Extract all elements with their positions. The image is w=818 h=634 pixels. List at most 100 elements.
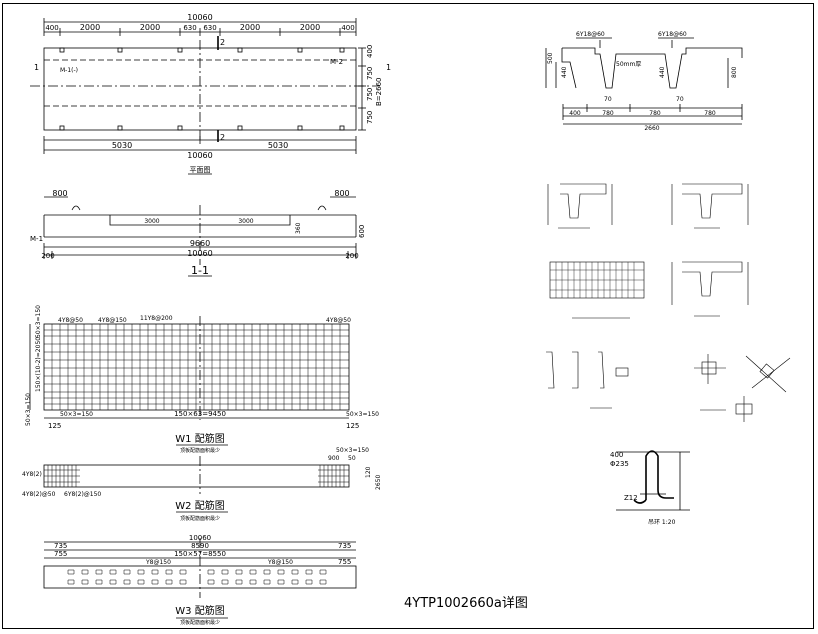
plan-seg-0: 400 [45,24,58,32]
cross-label-5: 440 [659,66,666,78]
w2-label-4: 900 [328,455,340,462]
w2-label-5: 50 [348,455,356,462]
s11-bottom-dim-1: 9660 [190,239,210,248]
w2-label-1: 4Y8(2)@50 [22,491,56,498]
cross-label-0: 6Y18@60 [576,31,605,38]
plan-overall-bottom: 10060 [187,151,212,160]
plan-right-dim-3: 750 [366,111,374,124]
plan-right-dim-2: 750 [366,88,374,101]
section-1-1 [43,196,357,277]
plan-seg-2: 2000 [140,23,160,32]
s11-label-m1: M-1 [30,235,43,243]
s11-top-dim-1: 800 [334,189,349,198]
w1-label-6: 50×3=150 [25,393,32,426]
s11-top-dim-0: 800 [52,189,67,198]
plan-mark-2-bottom: 2 [220,133,225,142]
cross-label-7: 70 [604,96,612,103]
w1-label-2: 11Y8@200 [140,315,173,322]
w1-label-5: 150×(10-2)=2050 [35,337,42,392]
cross-label-13: 2660 [644,125,659,132]
w3-label-0: 10060 [189,534,211,542]
w1-label-7: 50×3=150 [60,411,93,418]
plan-seg-6: 2000 [300,23,320,32]
w1-label-1: 4Y8@150 [98,317,127,324]
plan-right-dim-b: B=2660 [375,78,383,106]
w1-label-9: 50×3=150 [346,411,379,418]
plan-seg-1: 2000 [80,23,100,32]
w2-label-6: 120 [365,466,372,478]
plan-seg-3: 630 [183,24,196,32]
w3-label-5: 150×57=8550 [174,550,226,558]
w1-label-4: 50×3=150 [35,305,42,338]
s11-bottom-dim-2: 10060 [187,249,212,258]
cross-label-10: 780 [602,110,614,117]
w3-mesh [43,538,357,619]
w2-sub: 顶板配筋面积最少 [180,515,220,522]
cross-label-4: 440 [561,66,568,78]
cross-label-3: 500 [547,52,554,64]
plan-right-dim-0: 400 [366,45,374,58]
w2-caption: W2 配筋图 [175,499,224,512]
w2-label-2: 6Y8(2)@150 [64,491,101,498]
lift-label-2: Z12 [624,494,638,502]
w3-label-7: Y8@150 [145,559,171,566]
w1-label-8: 150×63=9450 [174,410,226,418]
cross-label-1: 6Y18@60 [658,31,687,38]
cross-section [545,37,743,125]
w1-mesh [29,316,350,446]
w3-label-1: 735 [54,542,67,550]
w3-label-4: 755 [54,550,67,558]
plan-mark-2-top: 2 [220,38,225,47]
w1-label-10: 125 [48,422,61,430]
w1-label-0: 4Y8@50 [58,317,83,324]
cross-label-8: 70 [676,96,684,103]
s11-mid-dim-0: 3000 [144,218,159,225]
plan-bottom-dim-0: 5030 [112,141,132,150]
plan-caption: 平面图 [190,166,211,174]
plan-view [30,18,380,175]
plan-seg-4: 630 [203,24,216,32]
drawing-title: 4YTP1002660a详图 [404,596,528,611]
cross-label-2: 50mm厚 [616,61,641,68]
plan-right-dim-1: 750 [366,67,374,80]
plan-seg-5: 2000 [240,23,260,32]
plan-mark-1-left: 1 [34,63,39,72]
cross-label-12: 780 [704,110,716,117]
drawing-frame [2,3,814,629]
s11-label-600: 600 [358,225,366,238]
w3-label-6: 755 [338,558,351,566]
plan-mark-m1: M-1(-) [60,67,78,74]
w2-label-3: 50×3=150 [336,447,369,454]
lift-label-1: Φ235 [610,460,629,468]
s11-caption: 1-1 [191,264,209,277]
plan-bottom-dim-1: 5030 [268,141,288,150]
lift-label-3: 吊环 1:20 [648,519,676,526]
w1-caption: W1 配筋图 [175,432,224,445]
s11-mid-dim-1: 3000 [238,218,253,225]
w2-label-0: 4Y8(2) [22,471,42,478]
plan-mark-1-right: 1 [386,63,391,72]
plan-mark-m2: M-2 [330,58,343,66]
w3-caption: W3 配筋图 [175,604,224,617]
plan-overall-top: 10060 [187,13,212,22]
cross-label-9: 400 [569,110,581,117]
plan-seg-7: 400 [341,24,354,32]
w3-label-8: Y8@150 [267,559,293,566]
w1-label-11: 125 [346,422,359,430]
w2-label-7: 2650 [375,475,382,490]
w3-label-3: 735 [338,542,351,550]
w1-sub: 顶板配筋面积最少 [180,447,220,454]
s11-label-360: 360 [295,222,302,234]
s11-bottom-dim-3: 200 [345,252,358,260]
w3-label-2: 8590 [191,542,209,550]
s11-bottom-dim-0: 200 [41,252,54,260]
detail-drawings [546,183,791,422]
w3-sub: 顶板配筋面积最少 [180,619,220,626]
lifting-hook-detail [616,450,690,511]
cross-label-6: 800 [731,66,738,78]
w1-label-3: 4Y8@50 [326,317,351,324]
w2-mesh [43,456,350,513]
cross-label-11: 780 [649,110,661,117]
lift-label-0: 400 [610,451,623,459]
